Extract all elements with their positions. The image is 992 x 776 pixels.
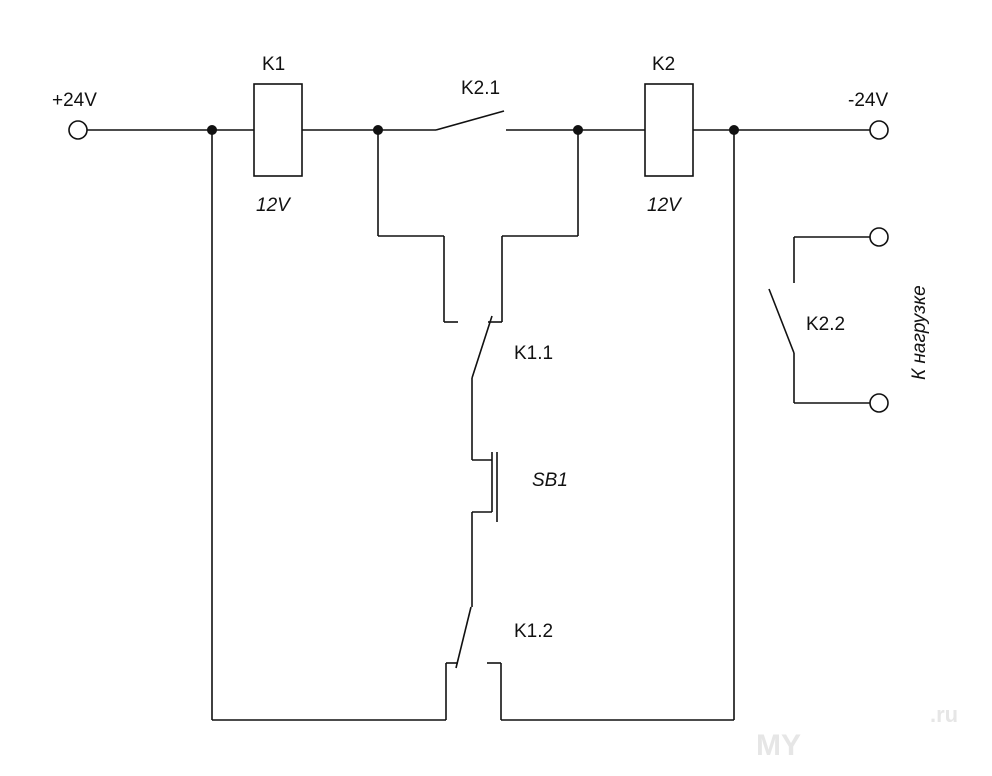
label-minus-24v: -24V bbox=[848, 90, 888, 111]
junction-dot bbox=[573, 125, 583, 135]
contact-k1-1 bbox=[471, 315, 493, 379]
terminal-minus bbox=[869, 120, 889, 140]
label-load: К нагрузке bbox=[909, 285, 930, 380]
contact-k2-2 bbox=[768, 288, 795, 354]
relay-k2-coil bbox=[644, 83, 694, 177]
label-k1-voltage: 12V bbox=[256, 195, 292, 216]
junction-dot bbox=[729, 125, 739, 135]
contact-k1-2 bbox=[455, 606, 472, 669]
label-k1-2: K1.2 bbox=[514, 621, 553, 642]
watermark-suffix: .ru bbox=[930, 702, 958, 727]
label-k2-voltage: 12V bbox=[647, 195, 683, 216]
terminal-plus bbox=[68, 120, 88, 140]
junction-dot bbox=[373, 125, 383, 135]
relay-k1-coil bbox=[253, 83, 303, 177]
label-sb1: SB1 bbox=[532, 470, 568, 491]
label-k2-1: K2.1 bbox=[461, 78, 500, 99]
terminal-load-bottom bbox=[869, 393, 889, 413]
label-plus-24v: +24V bbox=[52, 90, 97, 111]
terminal-load-top bbox=[869, 227, 889, 247]
label-k1: K1 bbox=[262, 54, 285, 75]
label-k2-2: K2.2 bbox=[806, 314, 845, 335]
contact-k2-1 bbox=[435, 110, 505, 131]
junction-dot bbox=[207, 125, 217, 135]
label-k1-1: K1.1 bbox=[514, 343, 553, 364]
watermark-logo: MY bbox=[756, 729, 801, 762]
label-k2: K2 bbox=[652, 54, 675, 75]
